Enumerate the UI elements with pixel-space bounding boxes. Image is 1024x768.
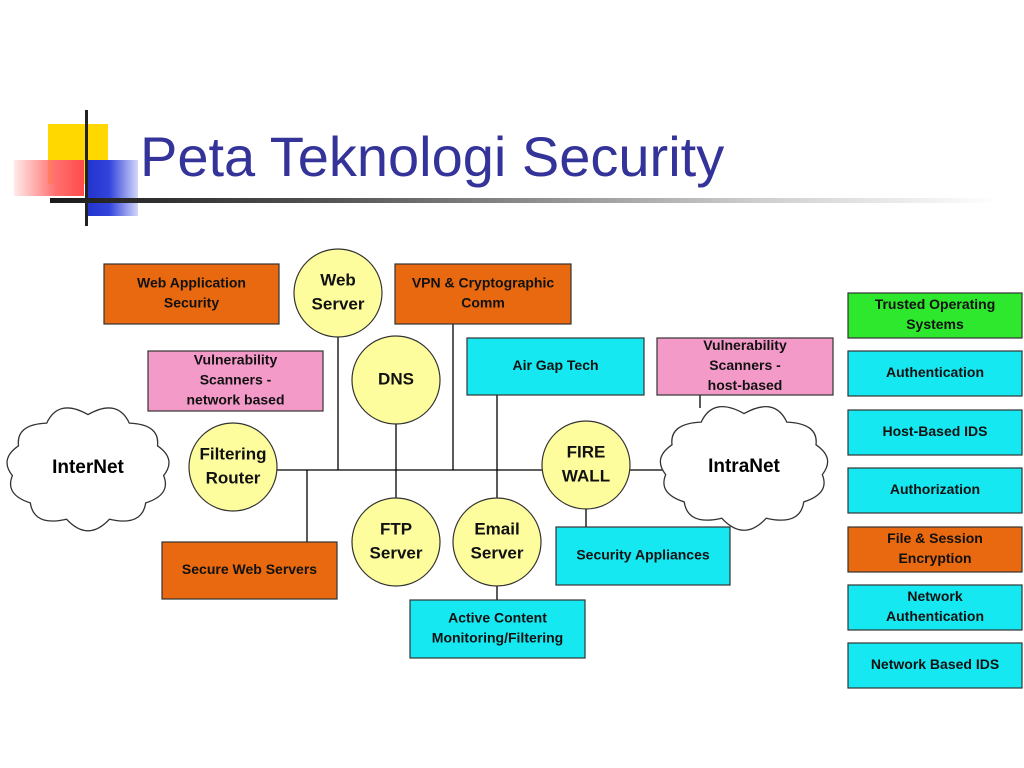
vuln-network-label-3: network based <box>186 392 284 408</box>
host-technology-box <box>847 526 1023 573</box>
node-dns: DNS <box>351 335 441 425</box>
web-app-security-label-2: Security <box>164 295 219 311</box>
intranet-cloud <box>659 406 829 531</box>
host-technology-label-1: Authentication <box>886 364 984 380</box>
intranet-label-1: IntraNet <box>708 456 780 477</box>
web-app-security-box <box>103 263 280 325</box>
vuln-network-box <box>147 350 324 412</box>
firewall-label-2: WALL <box>562 466 610 485</box>
node-security-appliances: Security Appliances <box>555 526 731 586</box>
ftp-server-label-2: Server <box>370 543 423 562</box>
filtering-router-circle <box>188 422 278 512</box>
host-technology-box <box>847 584 1023 631</box>
node-secure-web-servers: Secure Web Servers <box>161 541 338 600</box>
title-underline <box>50 198 1000 203</box>
web-server-circle <box>293 248 383 338</box>
node-intranet: IntraNet <box>659 406 829 531</box>
ftp-server-label-1: FTP <box>380 519 412 538</box>
filtering-router-label-1: Filtering <box>199 444 266 463</box>
secure-web-servers-label-1: Secure Web Servers <box>182 561 317 577</box>
host-technology-label-2: Authentication <box>886 608 984 624</box>
node-firewall: FIRE WALL <box>541 420 631 510</box>
vuln-host-label-1: Vulnerability <box>703 337 787 353</box>
vpn-box <box>394 263 572 325</box>
node-internet: InterNet <box>6 407 170 532</box>
host-technology-label-2: Encryption <box>898 550 971 566</box>
decor-red-square <box>14 160 84 196</box>
firewall-circle <box>541 420 631 510</box>
email-server-label-2: Server <box>471 543 524 562</box>
ftp-server-circle <box>351 497 441 587</box>
internet-label-1: InterNet <box>52 457 124 478</box>
node-ftp-server: FTP Server <box>351 497 441 587</box>
dns-circle <box>351 335 441 425</box>
host-technology-label-1: Trusted Operating <box>875 296 996 312</box>
vuln-network-label-2: Scanners - <box>200 372 272 388</box>
vuln-host-label-3: host-based <box>708 377 783 393</box>
air-gap-label-1: Air Gap Tech <box>512 357 598 373</box>
security-appliances-label-1: Security Appliances <box>576 547 710 563</box>
web-app-security-label-1: Web Application <box>137 275 246 291</box>
host-technology-label-1: Authorization <box>890 481 980 497</box>
web-server-label-2: Server <box>312 294 365 313</box>
host-technology-item: Authentication <box>847 350 1023 397</box>
decor-vertical-line <box>85 110 88 226</box>
vuln-network-label-1: Vulnerability <box>194 352 278 368</box>
host-technology-box <box>847 292 1023 339</box>
internet-cloud <box>6 407 170 532</box>
host-technology-label-2: Systems <box>906 316 964 332</box>
active-content-label-1: Active Content <box>448 610 547 626</box>
host-technology-label-1: Network <box>907 588 962 604</box>
host-technology-label-1: Host-Based IDS <box>882 423 987 439</box>
email-server-label-1: Email <box>474 519 519 538</box>
vpn-label-1: VPN & Cryptographic <box>412 275 555 291</box>
web-server-label-1: Web <box>320 270 356 289</box>
host-technology-box <box>847 350 1023 397</box>
decor-blue-square <box>86 160 138 216</box>
host-technology-label-1: File & Session <box>887 530 983 546</box>
host-technology-item: Authorization <box>847 467 1023 514</box>
active-content-box <box>409 599 586 659</box>
host-technology-box <box>847 467 1023 514</box>
host-technology-item: Host-Based IDS <box>847 409 1023 456</box>
host-technology-box <box>847 409 1023 456</box>
vuln-host-box <box>656 337 834 396</box>
dns-label-1: DNS <box>378 369 414 388</box>
email-server-circle <box>452 497 542 587</box>
filtering-router-label-2: Router <box>206 468 261 487</box>
firewall-label-1: FIRE <box>567 442 606 461</box>
active-content-label-2: Monitoring/Filtering <box>432 630 563 646</box>
air-gap-box <box>466 337 645 396</box>
page-title: Peta Teknologi Security <box>140 125 725 188</box>
node-air-gap: Air Gap Tech <box>466 337 645 396</box>
vuln-host-label-2: Scanners - <box>709 357 781 373</box>
host-technology-box <box>847 642 1023 689</box>
vpn-label-2: Comm <box>461 295 505 311</box>
host-technology-item: Network Based IDS <box>847 642 1023 689</box>
secure-web-servers-box <box>161 541 338 600</box>
security-appliances-box <box>555 526 731 586</box>
host-technology-label-1: Network Based IDS <box>871 656 999 672</box>
